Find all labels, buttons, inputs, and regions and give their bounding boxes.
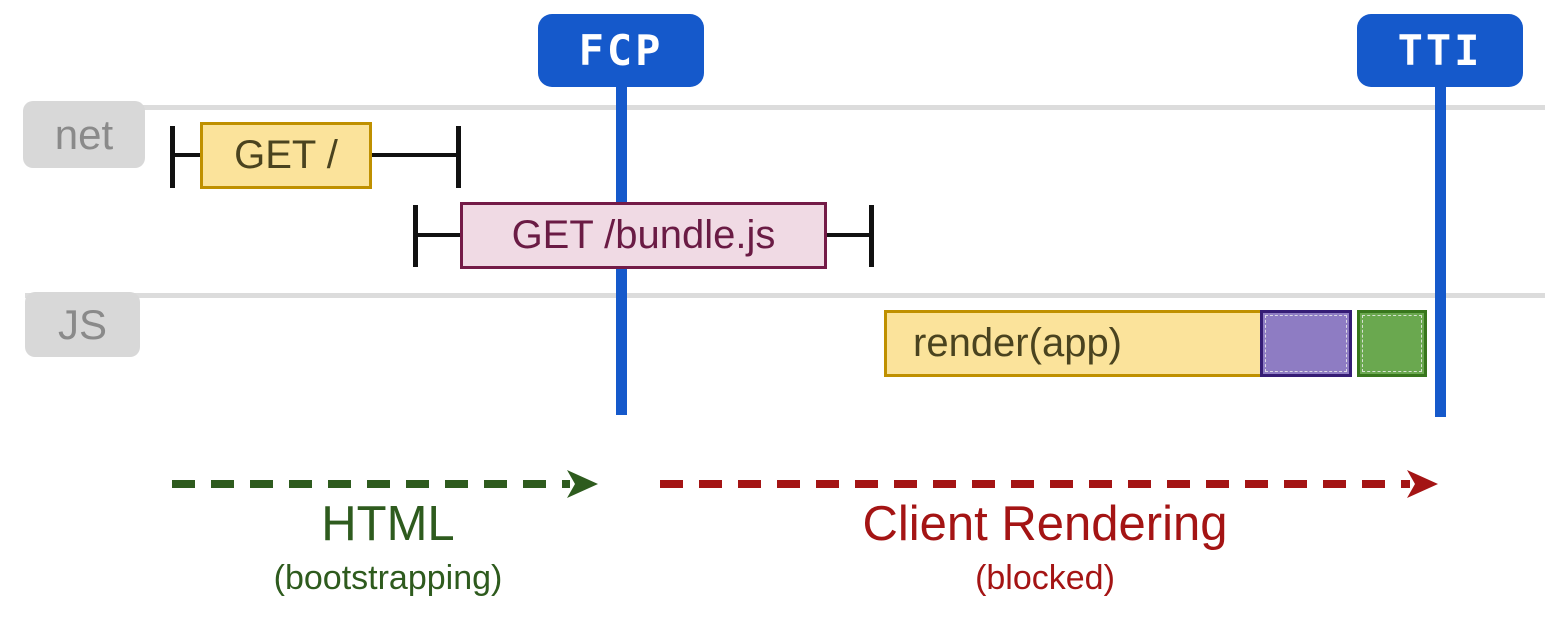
net-lane-label-text: net — [54, 110, 114, 158]
tti-badge-label: TTI — [1397, 26, 1483, 75]
html-phase-caption: HTML (bootstrapping) — [173, 497, 603, 597]
fcp-badge-label: FCP — [578, 26, 664, 75]
client-rendering-phase-title: Client Rendering — [862, 497, 1228, 551]
get-root-end-whisker — [456, 126, 461, 188]
get-root-start-connector — [175, 153, 201, 157]
js-lane-label: JS — [25, 292, 140, 357]
get-bundle-request-bar: GET /bundle.js — [460, 202, 827, 269]
get-bundle-start-whisker — [413, 205, 418, 267]
js-lane-line — [25, 293, 1545, 298]
js-task-purple — [1260, 310, 1352, 377]
get-root-request-bar: GET / — [200, 122, 372, 189]
render-app-task-label: render(app) — [913, 321, 1123, 365]
net-lane-label: net — [23, 101, 145, 168]
js-lane-label-text: JS — [57, 300, 107, 348]
get-root-start-whisker — [170, 126, 175, 188]
get-root-end-connector — [372, 153, 456, 157]
get-root-request-label: GET / — [234, 133, 338, 177]
net-lane-line — [25, 105, 1545, 110]
render-app-task-bar: render(app) — [884, 310, 1278, 377]
js-task-green — [1357, 310, 1427, 377]
client-rendering-phase-caption: Client Rendering (blocked) — [655, 497, 1435, 597]
get-bundle-start-connector — [418, 233, 461, 237]
client-rendering-phase-subtitle: (blocked) — [975, 558, 1115, 597]
get-bundle-request-label: GET /bundle.js — [511, 213, 776, 257]
html-phase-title: HTML — [321, 497, 455, 551]
tti-marker-line — [1435, 84, 1446, 417]
get-bundle-end-connector — [827, 233, 869, 237]
get-bundle-end-whisker — [869, 205, 874, 267]
fcp-badge: FCP — [538, 14, 704, 87]
html-phase-subtitle: (bootstrapping) — [273, 558, 503, 597]
tti-badge: TTI — [1357, 14, 1523, 87]
